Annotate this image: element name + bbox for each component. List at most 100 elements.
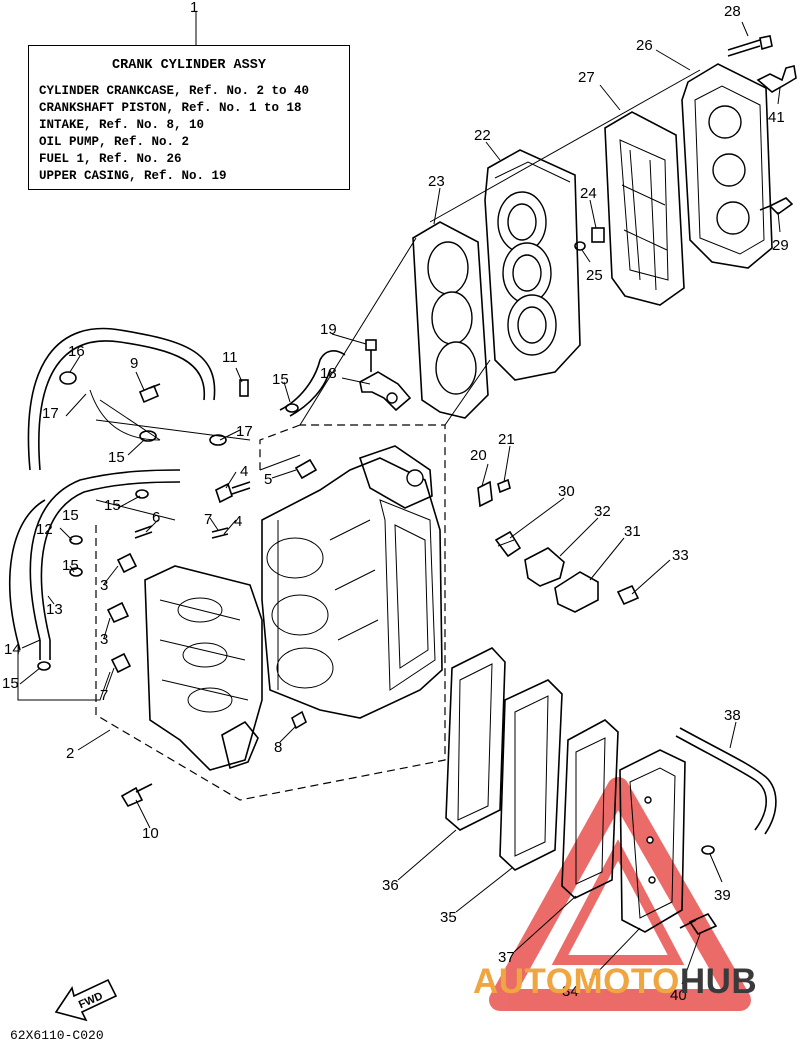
- legend-line-3: INTAKE, Ref. No. 8, 10: [39, 118, 205, 132]
- bolt-40: [679, 912, 718, 936]
- callout-1: 1: [190, 0, 198, 16]
- callout-15-mid: 15: [108, 449, 125, 466]
- callout-39: 39: [714, 887, 731, 904]
- callout-5: 5: [264, 471, 272, 488]
- cylinder-crankcase-block: [261, 445, 443, 719]
- callout-27: 27: [578, 69, 595, 86]
- exhaust-outer-cover-34: [619, 749, 686, 933]
- callout-15-left: 15: [104, 497, 121, 514]
- hose-14-path: [17, 650, 111, 701]
- callout-23: 23: [428, 173, 445, 190]
- callout-3-lower: 3: [100, 631, 108, 648]
- callout-14: 14: [4, 641, 21, 658]
- callout-24: 24: [580, 185, 597, 202]
- bolt-29: [759, 197, 794, 216]
- hose-16: [27, 327, 216, 471]
- exhaust-inner-cover-35: [499, 679, 563, 871]
- hose-38: [675, 727, 777, 835]
- watermark-part1: AUTOMOTO: [473, 962, 680, 1001]
- callout-6: 6: [152, 509, 160, 526]
- legend-line-2: CRANKSHAFT PISTON, Ref. No. 1 to 18: [39, 101, 302, 115]
- callout-31: 31: [624, 523, 641, 540]
- callout-leaders: [19, 12, 781, 985]
- callout-16: 16: [68, 343, 85, 360]
- callout-4-upper: 4: [240, 463, 248, 480]
- cylinder-dash-link: [259, 424, 301, 470]
- watermark-part2: HUB: [679, 962, 758, 1001]
- pin-11: [239, 379, 249, 397]
- gasket-36: [445, 647, 506, 831]
- legend-title: CRANK CYLINDER ASSY: [112, 58, 266, 73]
- callout-12: 12: [36, 521, 53, 538]
- callout-40: 40: [670, 987, 687, 1004]
- cylinder-head-22: [484, 149, 581, 381]
- callout-19: 19: [320, 321, 337, 338]
- callout-34: 34: [562, 983, 579, 1000]
- callout-26: 26: [636, 37, 653, 54]
- thermostat-cover-31: [554, 571, 599, 613]
- watermark-text: AUTOMOTOHUB: [473, 962, 757, 1002]
- bolt-33: [616, 584, 640, 606]
- callout-13: 13: [46, 601, 63, 618]
- legend-line-4: OIL PUMP, Ref. No. 2: [39, 135, 190, 149]
- callout-25: 25: [586, 267, 603, 284]
- screw-21: [497, 478, 511, 494]
- callout-15-bottom: 15: [2, 675, 19, 692]
- callout-numbers: 1 28 26 27 41 22 23 24 29 25 19 16 11 9 …: [2, 0, 789, 1004]
- bolt-28: [727, 35, 773, 57]
- callout-11: 11: [222, 349, 238, 366]
- callout-7-lower: 7: [100, 687, 108, 704]
- head-cover-26: [681, 63, 773, 269]
- callout-15-left3: 15: [62, 557, 79, 574]
- cylinder-head-gasket-23: [412, 221, 489, 419]
- callout-15-left2: 15: [62, 507, 79, 524]
- callout-36: 36: [382, 877, 399, 894]
- gasket-25: [574, 241, 586, 251]
- callout-20: 20: [470, 447, 487, 464]
- fwd-arrow-icon: FWD: [54, 978, 118, 1022]
- bolt-9: [138, 383, 161, 404]
- callout-3-upper: 3: [100, 577, 108, 594]
- callout-28: 28: [724, 3, 741, 20]
- explode-lines: [259, 69, 701, 471]
- plug-24: [591, 227, 605, 243]
- legend-line-1: CYLINDER CRANKCASE, Ref. No. 2 to 40: [39, 84, 310, 98]
- screw-19: [365, 339, 377, 372]
- callout-35: 35: [440, 909, 457, 926]
- hose-15-upper: [279, 350, 346, 417]
- fittings-small: [106, 458, 318, 730]
- callout-38: 38: [724, 707, 741, 724]
- callout-32: 32: [594, 503, 611, 520]
- callout-8: 8: [274, 739, 282, 756]
- legend-line-5: FUEL 1, Ref. No. 26: [39, 152, 182, 166]
- drawing-code: 62X6110-C020: [10, 1028, 104, 1043]
- callout-37: 37: [498, 949, 515, 966]
- callout-22: 22: [474, 127, 491, 144]
- callout-7-upper: 7: [204, 511, 212, 528]
- callout-17-right: 17: [236, 423, 253, 440]
- legend-line-6: UPPER CASING, Ref. No. 19: [39, 169, 227, 183]
- bolt-10: [120, 783, 153, 808]
- callout-33: 33: [672, 547, 689, 564]
- callout-9: 9: [130, 355, 138, 372]
- callout-2: 2: [66, 745, 74, 762]
- callout-15-upper: 15: [272, 371, 289, 388]
- callout-18: 18: [320, 365, 337, 382]
- crankcase-assembly-boundary: [95, 424, 446, 801]
- callout-29: 29: [772, 237, 789, 254]
- hose-14: [9, 499, 51, 660]
- callout-41: 41: [768, 109, 785, 126]
- crankcase-2: [144, 565, 263, 771]
- gasket-32: [524, 547, 565, 587]
- thermostat-30: [494, 530, 522, 558]
- watermark-logo: [489, 777, 751, 1011]
- clips-15-17: [37, 371, 299, 671]
- temperature-sensor-41: [756, 65, 797, 93]
- hose-12-13: [29, 469, 181, 641]
- bracket-20: [477, 480, 493, 508]
- callout-17-left: 17: [42, 405, 59, 422]
- callout-4-lower: 4: [234, 513, 242, 530]
- gasket-37: [561, 719, 619, 899]
- clamp-18: [359, 371, 412, 412]
